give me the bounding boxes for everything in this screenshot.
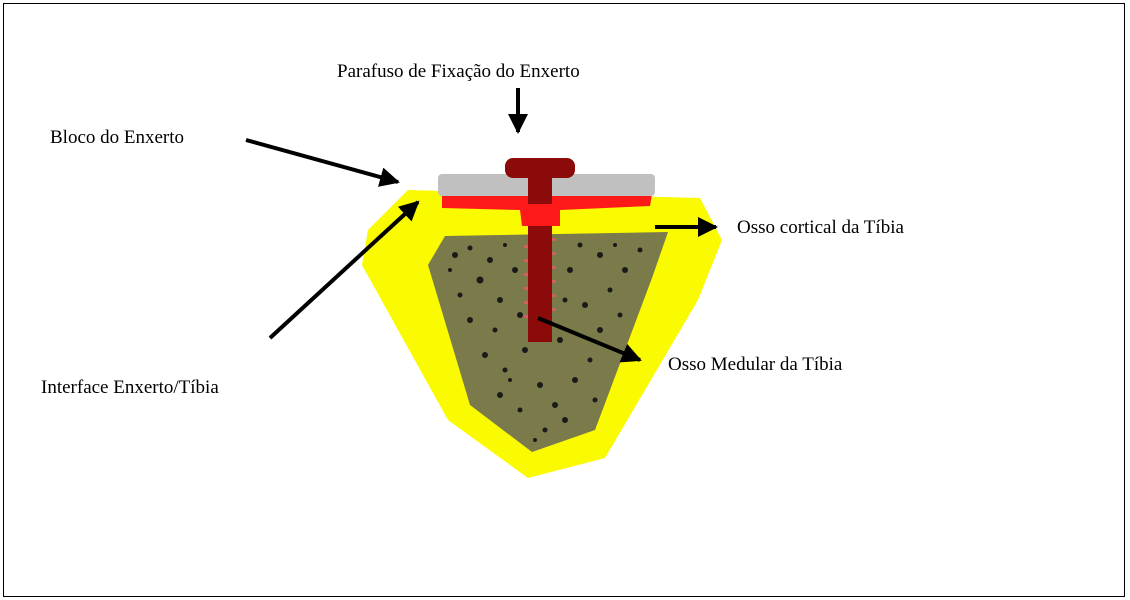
screw-head [505,158,575,178]
label-interface: Interface Enxerto/Tíbia [41,377,219,398]
trabecular-texture [448,242,643,442]
graft-tibia-interface [442,194,652,226]
arrow-interface [268,200,420,340]
label-medullary-bone: Osso Medular da Tíbia [668,354,843,375]
label-graft-block: Bloco do Enxerto [50,127,185,148]
label-cortical-bone: Osso cortical da Tíbia [737,217,904,238]
arrow-medullary [537,316,642,363]
screw-threads [524,238,556,325]
arrow-graft-block [245,138,400,187]
label-screw: Parafuso de Fixação do Enxerto [337,61,580,82]
